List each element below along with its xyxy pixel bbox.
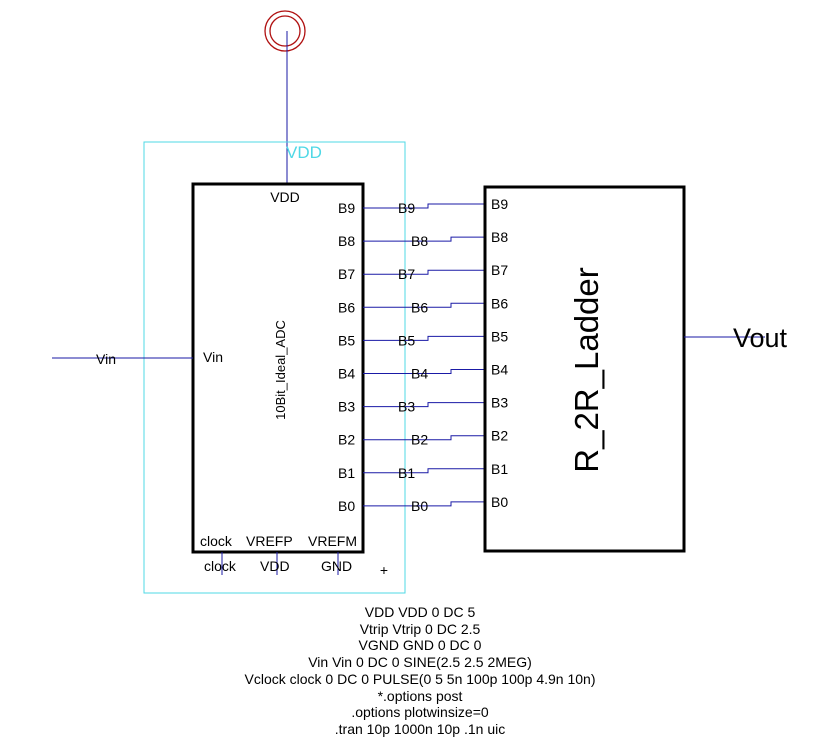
ladder-body: [483, 185, 686, 553]
vdd-outer-ring: [264, 10, 306, 52]
bit-net-label-b4: B4: [411, 366, 428, 382]
ladder-pin-b4: B4: [491, 362, 508, 378]
bit-net-label-b3: B3: [398, 399, 415, 415]
ladder-pin-b0: B0: [491, 494, 508, 510]
bit-wire-b3: [363, 402, 485, 408]
bit-net-label-b2: B2: [411, 432, 428, 448]
gnd-net-label: GND: [321, 558, 352, 574]
adc-pin-vrefm: VREFM: [308, 533, 357, 549]
vdd-supply-symbol[interactable]: [264, 10, 306, 183]
bit-wire-b1: [363, 468, 485, 474]
vdd-inner-ring: [269, 15, 301, 47]
bit-wire-b2: [363, 435, 485, 441]
bit-net-label-b8: B8: [411, 233, 428, 249]
adc-selection-box[interactable]: [143, 141, 406, 594]
spice-line: Vtrip Vtrip 0 DC 2.5: [359, 620, 481, 637]
bit-net-label-b0: B0: [411, 498, 428, 514]
adc-pin-vdd: VDD: [270, 189, 300, 205]
adc-pin-b8: B8: [338, 233, 355, 249]
ladder-name: R_2R_Ladder: [568, 267, 605, 472]
adc-pin-clock: clock: [200, 533, 233, 549]
ladder-pin-b2: B2: [491, 428, 508, 444]
spice-line: Vin Vin 0 DC 0 SINE(2.5 2.5 2MEG): [308, 654, 532, 671]
adc-pin-b6: B6: [338, 299, 355, 315]
ladder-pin-b7: B7: [491, 262, 508, 278]
spice-line: Vclock clock 0 DC 0 PULSE(0 5 5n 100p 10…: [244, 670, 596, 687]
bit-wire-b8: [363, 236, 485, 242]
bit-wire-b7: [363, 269, 485, 275]
vin-net-label: Vin: [96, 351, 116, 367]
bit-wire-b5: [363, 335, 485, 341]
spice-line: VDD VDD 0 DC 5: [364, 604, 476, 620]
bit-wire-b4: [363, 369, 485, 374]
adc-pin-b2: B2: [338, 432, 355, 448]
adc-body: [191, 182, 365, 554]
adc-pin-b4: B4: [338, 366, 355, 382]
bit-net-label-b6: B6: [411, 299, 428, 315]
ladder-pin-b8: B8: [491, 229, 508, 245]
vdd-net-label: VDD: [286, 143, 322, 162]
adc-pin-vrefp: VREFP: [246, 533, 293, 549]
bit-net-label-b7: B7: [398, 266, 415, 282]
bit-net-label-b9: B9: [398, 200, 415, 216]
ladder-pin-b3: B3: [491, 395, 508, 411]
bit-wire-b9: [363, 203, 485, 209]
bit-wire-b0: [363, 501, 485, 507]
adc-pin-b3: B3: [338, 399, 355, 415]
adc-pin-b7: B7: [338, 266, 355, 282]
spice-line: *.options post: [377, 687, 463, 704]
adc-pin-b0: B0: [338, 498, 355, 514]
spice-netlist: VDD VDD 0 DC 5 Vtrip Vtrip 0 DC 2.5 VGND…: [160, 604, 680, 738]
ladder-pin-b9: B9: [491, 196, 508, 212]
adc-pin-vin: Vin: [203, 349, 223, 365]
clock-net-label: clock: [204, 558, 237, 574]
adc-pin-b9: B9: [338, 200, 355, 216]
vdd-bottom-net-label: VDD: [260, 558, 290, 574]
ladder-pin-b5: B5: [491, 328, 508, 344]
bit-net-label-b5: B5: [398, 332, 415, 348]
adc-pin-b5: B5: [338, 332, 355, 348]
spice-line: VGND GND 0 DC 0: [358, 637, 482, 654]
spice-line: .tran 10p 1000n 10p .1n uic: [334, 720, 506, 737]
spice-line: .options plotwinsize=0: [351, 704, 489, 721]
bit-wire-b6: [363, 302, 485, 308]
adc-block[interactable]: 10Bit_Ideal_ADC VDD Vin clock VREFP VREF…: [191, 182, 365, 554]
bit-net-label-b1: B1: [398, 465, 415, 481]
ladder-pin-b6: B6: [491, 295, 508, 311]
ladder-pin-b1: B1: [491, 461, 508, 477]
vout-net-label: Vout: [733, 323, 788, 353]
adc-name: 10Bit_Ideal_ADC: [273, 320, 288, 420]
adc-pin-b1: B1: [338, 465, 355, 481]
origin-marker: +: [380, 562, 388, 578]
